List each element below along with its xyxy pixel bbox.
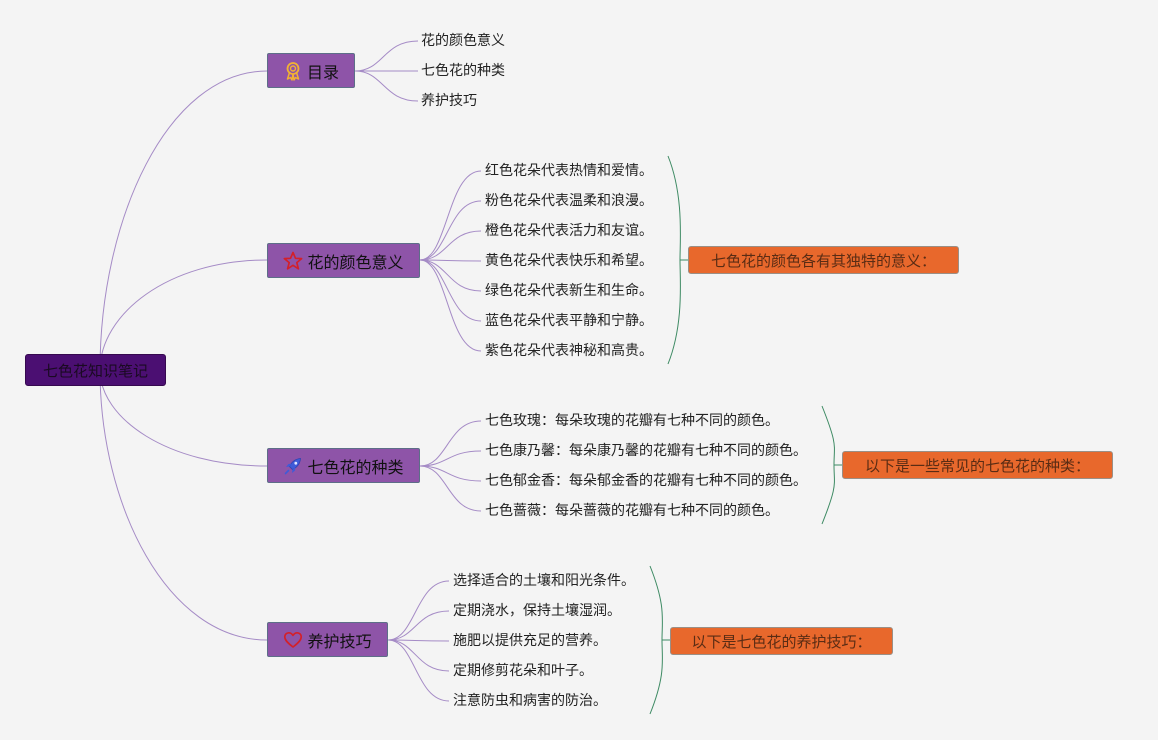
leaf-item[interactable]: 红色花朵代表热情和爱情。: [485, 163, 653, 179]
leaf-connector: [387, 639, 450, 702]
root-branch-connector: [99, 369, 268, 467]
leaf-connector: [419, 420, 482, 467]
heart-outline-icon: [284, 631, 303, 648]
leaf-connector: [419, 259, 482, 352]
leaf-item[interactable]: 七色郁金香：每朵郁金香的花瓣有七种不同的颜色。: [485, 473, 807, 489]
leaf-item[interactable]: 七色康乃馨：每朵康乃馨的花瓣有七种不同的颜色。: [485, 443, 807, 459]
leaf-connector: [387, 639, 450, 642]
leaf-connector: [419, 200, 482, 261]
leaf-connector: [387, 580, 450, 641]
branch-label-care-tips: 养护技巧: [307, 631, 372, 651]
star-outline-icon: [284, 251, 303, 270]
leaf-connector: [419, 259, 482, 292]
branch-label-color-meaning: 花的颜色意义: [307, 252, 404, 272]
summary-brace: [649, 565, 663, 715]
leaf-connector: [419, 450, 482, 467]
summary-node-varieties[interactable]: 以下是一些常见的七色花的种类：: [842, 451, 1113, 479]
leaf-connector: [419, 465, 482, 512]
branch-node-care-tips[interactable]: 养护技巧: [267, 622, 388, 657]
root-branch-connector: [99, 259, 268, 371]
leaf-connector: [387, 610, 450, 641]
branch-label-varieties: 七色花的种类: [307, 457, 404, 477]
branch-label-toc: 目录: [306, 62, 339, 82]
root-branch-connector: [99, 70, 268, 371]
summary-node-color-meaning[interactable]: 七色花的颜色各有其独特的意义：: [688, 246, 959, 274]
summary-brace: [667, 155, 681, 365]
leaf-connector: [419, 230, 482, 261]
leaf-item[interactable]: 紫色花朵代表神秘和高贵。: [485, 343, 653, 359]
branch-node-toc[interactable]: 目录: [267, 53, 355, 88]
summary-node-care-tips[interactable]: 以下是七色花的养护技巧：: [670, 627, 893, 655]
leaf-connector: [419, 259, 482, 262]
leaf-item[interactable]: 七色玫瑰：每朵玫瑰的花瓣有七种不同的颜色。: [485, 413, 779, 429]
leaf-item[interactable]: 黄色花朵代表快乐和希望。: [485, 253, 653, 269]
summary-label: 以下是一些常见的七色花的种类：: [864, 456, 1090, 475]
summary-label: 以下是七色花的养护技巧：: [691, 632, 872, 651]
award-ribbon-icon: [286, 61, 300, 81]
rocket-icon: [285, 457, 302, 474]
leaf-connector: [354, 40, 419, 72]
root-node[interactable]: 七色花知识笔记: [25, 354, 166, 386]
branch-node-color-meaning[interactable]: 花的颜色意义: [267, 243, 420, 278]
leaf-item[interactable]: 选择适合的土壤和阳光条件。: [453, 573, 635, 589]
leaf-item[interactable]: 绿色花朵代表新生和生命。: [485, 283, 653, 299]
summary-label: 七色花的颜色各有其独特的意义：: [710, 251, 936, 270]
branch-node-varieties[interactable]: 七色花的种类: [267, 448, 420, 483]
leaf-connector: [387, 639, 450, 672]
leaf-connector: [419, 259, 482, 322]
leaf-item[interactable]: 定期浇水，保持土壤湿润。: [453, 603, 621, 619]
leaf-item[interactable]: 蓝色花朵代表平静和宁静。: [485, 313, 653, 329]
summary-brace: [821, 405, 835, 525]
leaf-item[interactable]: 定期修剪花朵和叶子。: [453, 663, 593, 679]
leaf-item[interactable]: 橙色花朵代表活力和友谊。: [485, 223, 653, 239]
leaf-item[interactable]: 粉色花朵代表温柔和浪漫。: [485, 193, 653, 209]
root-branch-connector: [99, 369, 268, 641]
leaf-connector: [354, 70, 419, 102]
leaf-connector: [419, 465, 482, 482]
leaf-item[interactable]: 花的颜色意义: [421, 33, 505, 49]
leaf-connector: [419, 170, 482, 261]
leaf-item[interactable]: 施肥以提供充足的营养。: [453, 633, 607, 649]
root-node-label: 七色花知识笔记: [42, 361, 148, 380]
leaf-item[interactable]: 七色蔷薇：每朵蔷薇的花瓣有七种不同的颜色。: [485, 503, 779, 519]
leaf-item[interactable]: 注意防虫和病害的防治。: [453, 693, 607, 709]
leaf-item[interactable]: 七色花的种类: [421, 63, 505, 79]
leaf-item[interactable]: 养护技巧: [421, 93, 477, 109]
